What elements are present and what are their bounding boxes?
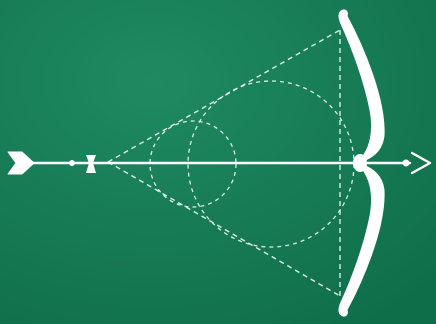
bow-grip bbox=[353, 154, 367, 172]
shaft-dot-right bbox=[403, 160, 410, 167]
shaft-dot-left bbox=[69, 160, 75, 166]
